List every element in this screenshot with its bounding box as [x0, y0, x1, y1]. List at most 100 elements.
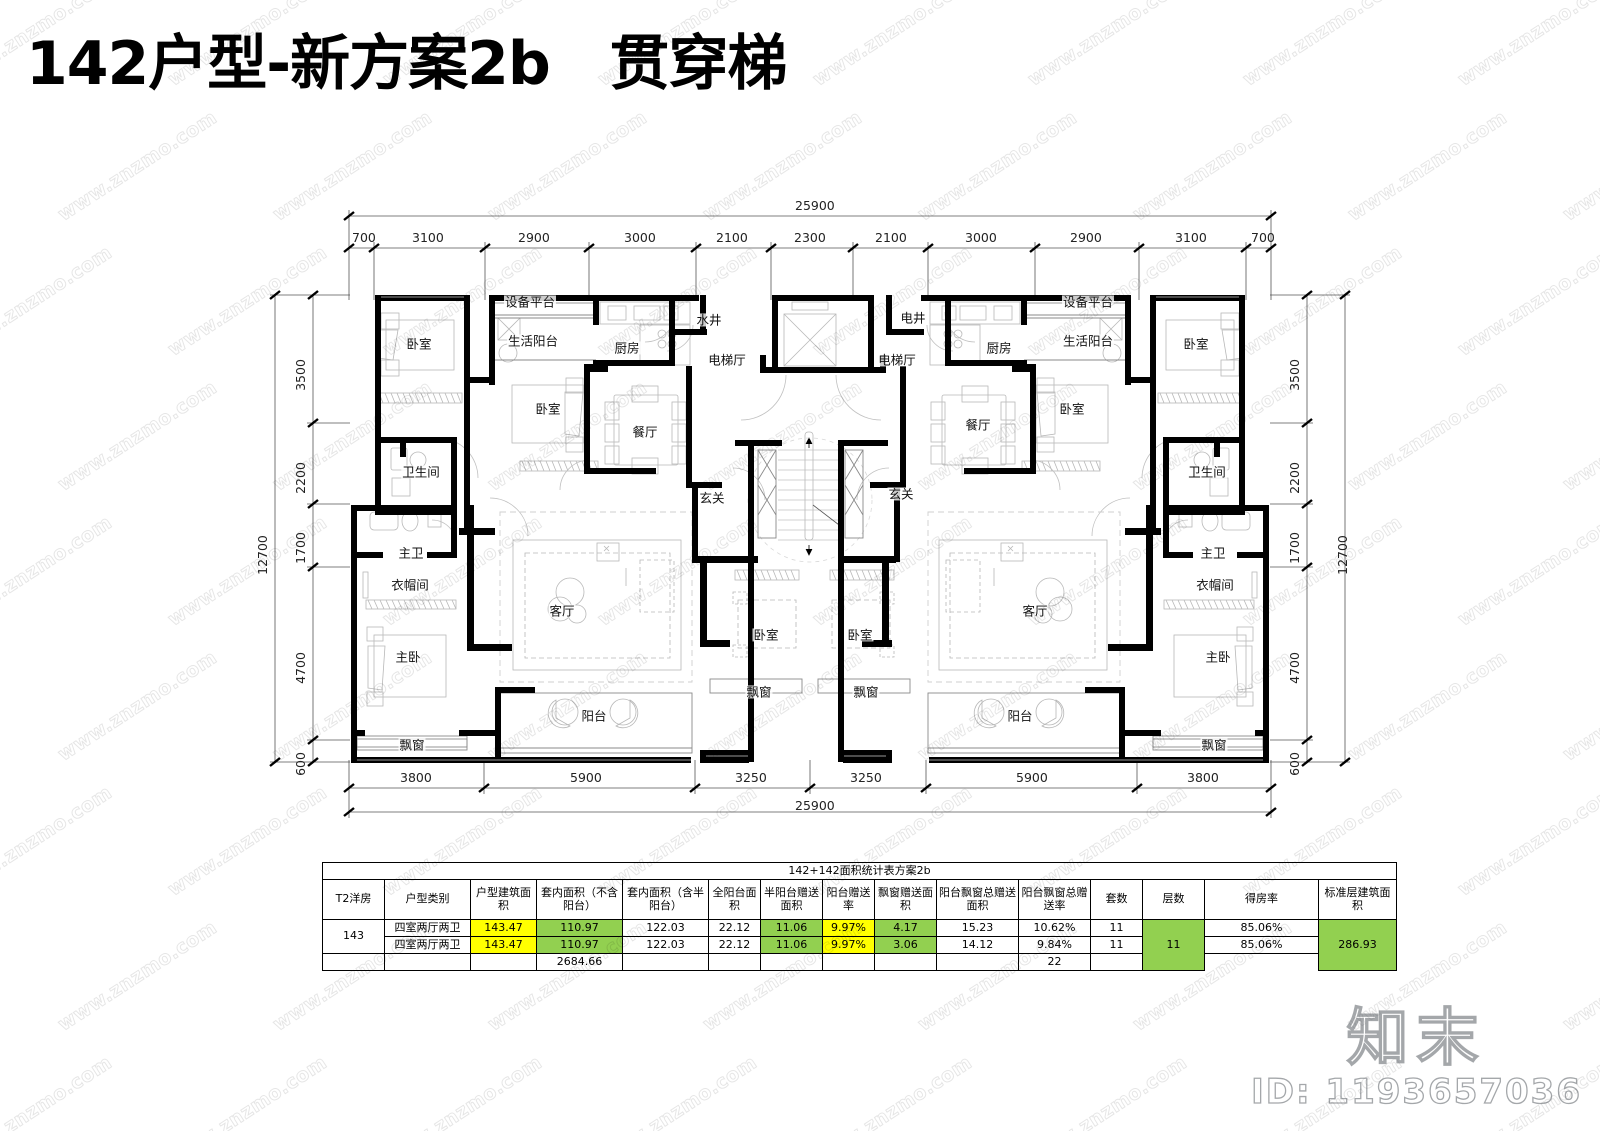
th-full-balcony-area: 全阳台面积 [708, 879, 761, 920]
cell-gross-area: 143.47 [470, 919, 537, 937]
table-caption: 142+142面积统计表方案2b [322, 862, 1397, 880]
room-label-right-9: 主卧 [1204, 649, 1232, 665]
room-label-center-8: 卧室 [846, 627, 874, 643]
th-t2yangfang: T2洋房 [322, 879, 385, 920]
total-blank-9 [936, 953, 1019, 971]
table-header-row: T2洋房 户型类别 户型建筑面积 套内面积（不含阳台） 套内面积（含半阳台） 全… [322, 879, 1397, 920]
area-statistics-table: 142+142面积统计表方案2b T2洋房 户型类别 户型建筑面积 套内面积（不… [322, 862, 1397, 971]
room-label-left-9: 主卧 [394, 649, 422, 665]
dim-bottom-seg-1: 5900 [570, 770, 602, 785]
table-total-row: 2684.66 22 [322, 953, 1397, 971]
room-label-center-5: 玄关 [887, 486, 915, 502]
th-total-bonus-rate: 阳台飘窗总赠送率 [1018, 879, 1091, 920]
th-unit-count: 套数 [1090, 879, 1143, 920]
cell-bay-window-bonus: 3.06 [874, 936, 937, 954]
total-blank-1 [322, 953, 385, 971]
dim-top-seg-9: 3100 [1175, 230, 1207, 245]
cell-net-no-balcony: 110.97 [536, 936, 623, 954]
cell-bay-window-bonus: 4.17 [874, 919, 937, 937]
th-floors: 层数 [1142, 879, 1205, 920]
dim-top-seg-5: 2300 [794, 230, 826, 245]
cell-total-bonus-rate: 10.62% [1018, 919, 1091, 937]
room-label-right-6: 餐厅 [964, 417, 992, 433]
total-blank-10 [1090, 953, 1143, 971]
room-label-center-1: 电梯厅 [707, 352, 747, 368]
cell-type: 143 [322, 919, 385, 954]
cell-half-balcony-bonus: 11.06 [760, 936, 823, 954]
cell-full-balcony: 22.12 [708, 936, 761, 954]
dim-top-seg-6: 2100 [875, 230, 907, 245]
total-blank-8 [874, 953, 937, 971]
dim-top-seg-10: 700 [1251, 230, 1275, 245]
total-blank-5 [708, 953, 761, 971]
dim-bottom-total: 25900 [795, 798, 835, 813]
room-label-left-7: 主卫 [397, 545, 425, 561]
dim-bottom-seg-3: 3250 [850, 770, 882, 785]
dim-bottom-seg-5: 3800 [1187, 770, 1219, 785]
room-label-left-1: 设备平台 [503, 294, 557, 310]
dim-top-seg-4: 2100 [716, 230, 748, 245]
total-blank-2 [384, 953, 471, 971]
cell-half-balcony-bonus: 11.06 [760, 919, 823, 937]
room-label-left-0: 卧室 [405, 336, 433, 352]
cell-usable-rate: 85.06% [1204, 936, 1319, 954]
room-label-left-2: 生活阳台 [506, 333, 560, 349]
th-net-area-half-balcony: 套内面积（含半阳台） [622, 879, 709, 920]
room-label-center-0: 水井 [695, 312, 723, 328]
cell-standard-floor-area: 286.93 [1318, 919, 1397, 971]
total-net-half-balcony: 2684.66 [536, 953, 623, 971]
dim-right-total: 12700 [1335, 535, 1350, 575]
room-label-left-5: 卧室 [534, 401, 562, 417]
room-label-left-8: 衣帽间 [390, 577, 430, 593]
room-label-right-7: 主卫 [1199, 545, 1227, 561]
room-label-right-5: 卧室 [1058, 401, 1086, 417]
room-label-center-2: 玄关 [698, 490, 726, 506]
dim-top-seg-0: 700 [352, 230, 376, 245]
table-row: 四室两厅两卫 143.47 110.97 122.03 22.12 11.06 … [323, 936, 1397, 954]
cell-category: 四室两厅两卫 [384, 919, 471, 937]
total-blank-6 [760, 953, 823, 971]
th-net-area-no-balcony: 套内面积（不含阳台） [536, 879, 623, 920]
cell-full-balcony: 22.12 [708, 919, 761, 937]
total-blank-3 [470, 953, 537, 971]
room-label-right-8: 衣帽间 [1195, 577, 1235, 593]
room-label-center-4: 电梯厅 [877, 352, 917, 368]
room-label-right-10: 飘窗 [1200, 737, 1228, 753]
th-standard-floor-area: 标准层建筑面积 [1318, 879, 1397, 920]
cell-gross-area: 143.47 [470, 936, 537, 954]
dim-top-seg-8: 2900 [1070, 230, 1102, 245]
dim-bottom-seg-4: 5900 [1016, 770, 1048, 785]
cell-net-no-balcony: 110.97 [536, 919, 623, 937]
room-label-right-1: 设备平台 [1061, 294, 1115, 310]
room-label-center-3: 电井 [899, 310, 927, 326]
room-label-right-2: 生活阳台 [1061, 333, 1115, 349]
cell-floors: 11 [1142, 919, 1205, 971]
th-balcony-bonus-rate: 阳台赠送率 [822, 879, 875, 920]
cell-total-bonus-rate: 9.84% [1018, 936, 1091, 954]
cell-total-bonus-area: 14.12 [936, 936, 1019, 954]
room-label-right-4: 卫生间 [1187, 464, 1227, 480]
room-label-left-12: 阳台 [580, 708, 608, 724]
table-row: 143 四室两厅两卫 143.47 110.97 122.03 22.12 11… [322, 919, 1397, 971]
dim-top-seg-1: 3100 [412, 230, 444, 245]
room-label-left-6: 餐厅 [631, 424, 659, 440]
room-label-left-3: 厨房 [613, 340, 641, 356]
dim-right-seg-4: 600 [1287, 752, 1302, 776]
th-usable-rate: 得房率 [1204, 879, 1319, 920]
th-gross-area: 户型建筑面积 [470, 879, 537, 920]
cell-net-half-balcony: 122.03 [622, 936, 709, 954]
room-label-center-9: 飘窗 [852, 684, 880, 700]
cell-unit-count: 11 [1090, 919, 1143, 937]
dim-top-total: 25900 [795, 198, 835, 213]
dim-bottom-seg-0: 3800 [400, 770, 432, 785]
dim-right-seg-0: 3500 [1287, 359, 1302, 391]
room-label-right-0: 卧室 [1182, 336, 1210, 352]
room-label-center-7: 飘窗 [745, 684, 773, 700]
dim-right-seg-1: 2200 [1287, 462, 1302, 494]
dim-left-seg-4: 600 [293, 752, 308, 776]
th-half-balcony-bonus: 半阳台赠送面积 [760, 879, 823, 920]
cell-net-half-balcony: 122.03 [622, 919, 709, 937]
dim-left-seg-1: 2200 [293, 462, 308, 494]
total-unit-count: 22 [1018, 953, 1091, 971]
th-total-bonus-area: 阳台飘窗总赠送面积 [936, 879, 1019, 920]
